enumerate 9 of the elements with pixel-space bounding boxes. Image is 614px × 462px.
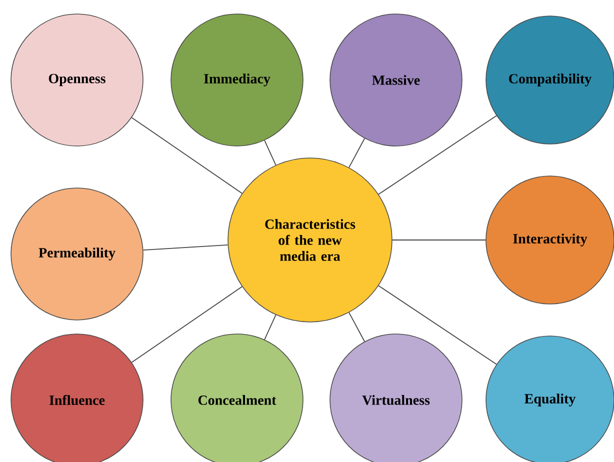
connector-line <box>131 117 243 194</box>
connector-line <box>131 286 243 363</box>
connector-line <box>378 115 497 195</box>
connector-line <box>348 138 366 168</box>
connector-line <box>378 285 497 365</box>
connector-line <box>264 140 276 166</box>
connector-line <box>264 314 276 340</box>
connector-line <box>348 312 366 342</box>
connector-line <box>142 244 228 250</box>
